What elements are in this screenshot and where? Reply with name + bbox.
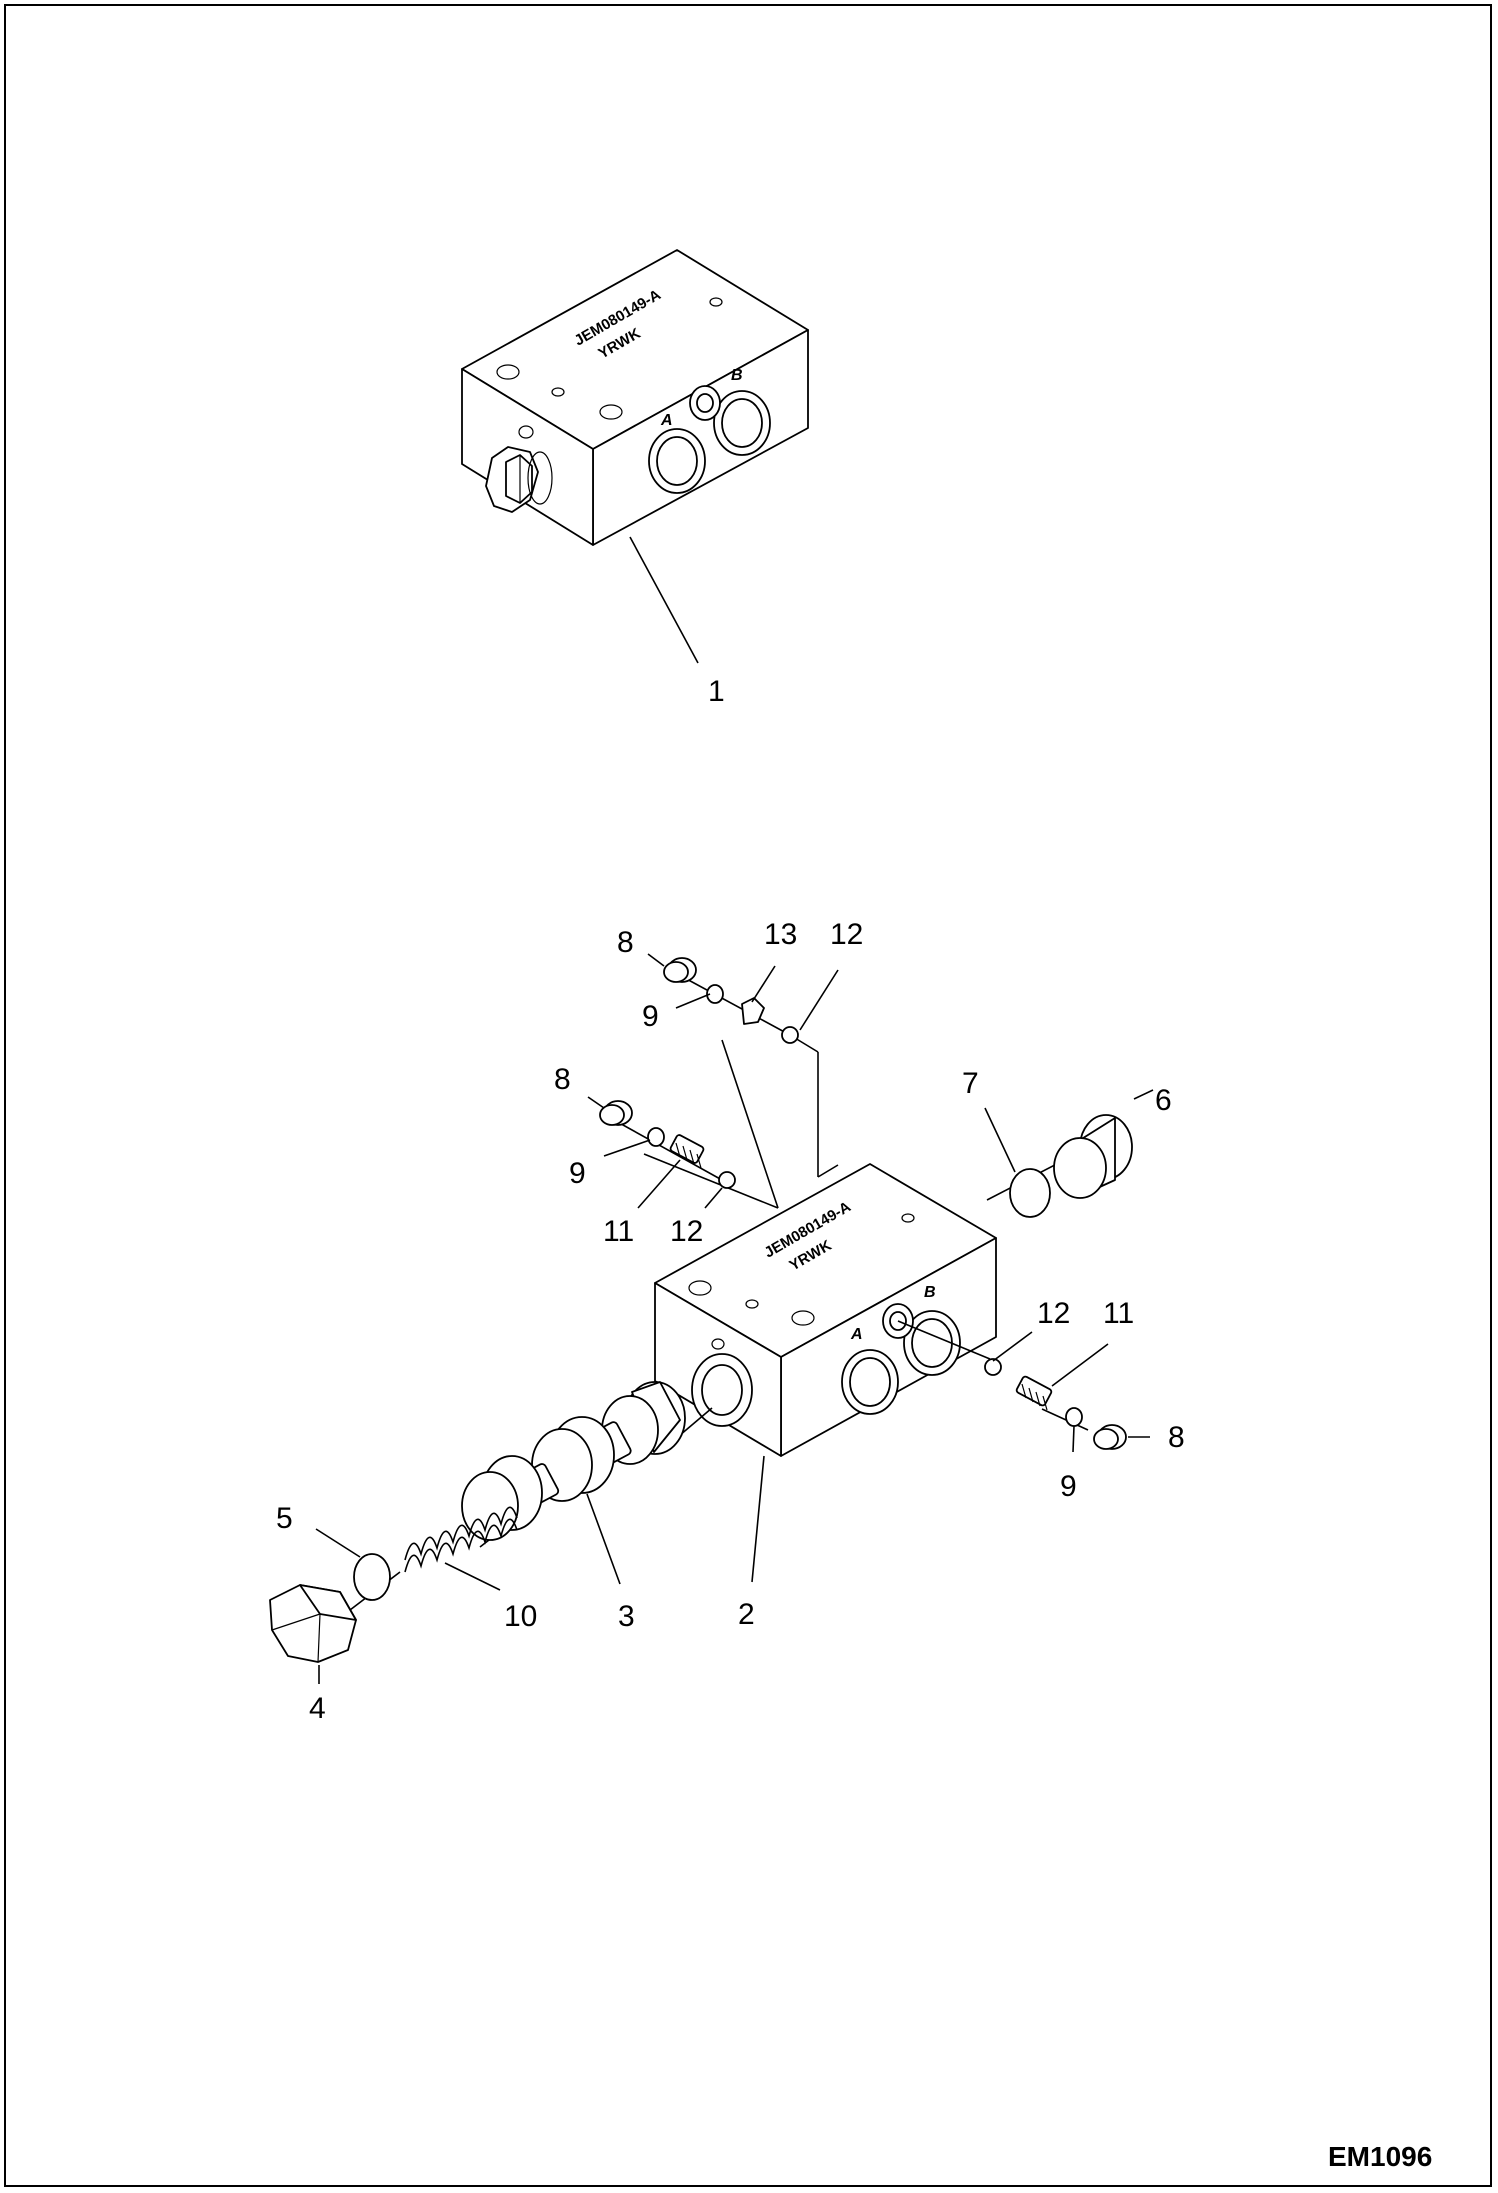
port-b-label: B: [731, 367, 743, 384]
callout-9-left: 9: [569, 1157, 586, 1190]
drawing-code: EM1096: [1328, 2141, 1432, 2172]
callout-11-right: 11: [1103, 1297, 1134, 1330]
callout-2: 2: [738, 1598, 755, 1631]
callout-8-right: 8: [1168, 1421, 1185, 1454]
o-ring-part-7: [1009, 1168, 1051, 1218]
callout-12-upper: 12: [830, 918, 863, 951]
callout-13: 13: [764, 918, 797, 951]
callout-12-left: 12: [670, 1215, 703, 1248]
callout-11-left: 11: [603, 1215, 634, 1248]
cap-part-6: [1053, 1114, 1133, 1199]
spool-part-3: [461, 1381, 686, 1541]
callout-7: 7: [962, 1067, 979, 1100]
callout-8-upper: 8: [617, 926, 634, 959]
body-port-b-label: B: [924, 1284, 936, 1301]
callouts: 1 2 3 4 5 6 7 8 8 8 9 9 9 10 11 11 12 12…: [276, 675, 1185, 1725]
plug-part-4: [269, 1584, 357, 1663]
check-group-right: [984, 1358, 1127, 1450]
callout-4: 4: [309, 1692, 326, 1725]
callout-6: 6: [1155, 1084, 1172, 1117]
valve-body-exploded: JEM080149-A YRWK A B: [654, 1163, 997, 1457]
check-group-left: [599, 1100, 736, 1189]
callout-5: 5: [276, 1502, 293, 1535]
callout-10: 10: [504, 1600, 537, 1633]
leader-lines: [315, 953, 1154, 1684]
callout-9-upper: 9: [642, 1000, 659, 1033]
check-group-upper: [663, 957, 799, 1044]
callout-9-right: 9: [1060, 1470, 1077, 1503]
callout-3: 3: [618, 1600, 635, 1633]
body-port-a-label: A: [850, 1326, 863, 1343]
o-ring-part-5: [353, 1553, 391, 1601]
spring-part-10: [404, 1506, 518, 1573]
callout-1: 1: [708, 675, 725, 708]
callout-8-left: 8: [554, 1063, 571, 1096]
drawing-border: [4, 4, 1492, 2187]
valve-block-assembly: JEM080149-A YRWK A B: [461, 249, 809, 664]
callout-12-right: 12: [1037, 1297, 1070, 1330]
port-a-label: A: [660, 412, 673, 429]
